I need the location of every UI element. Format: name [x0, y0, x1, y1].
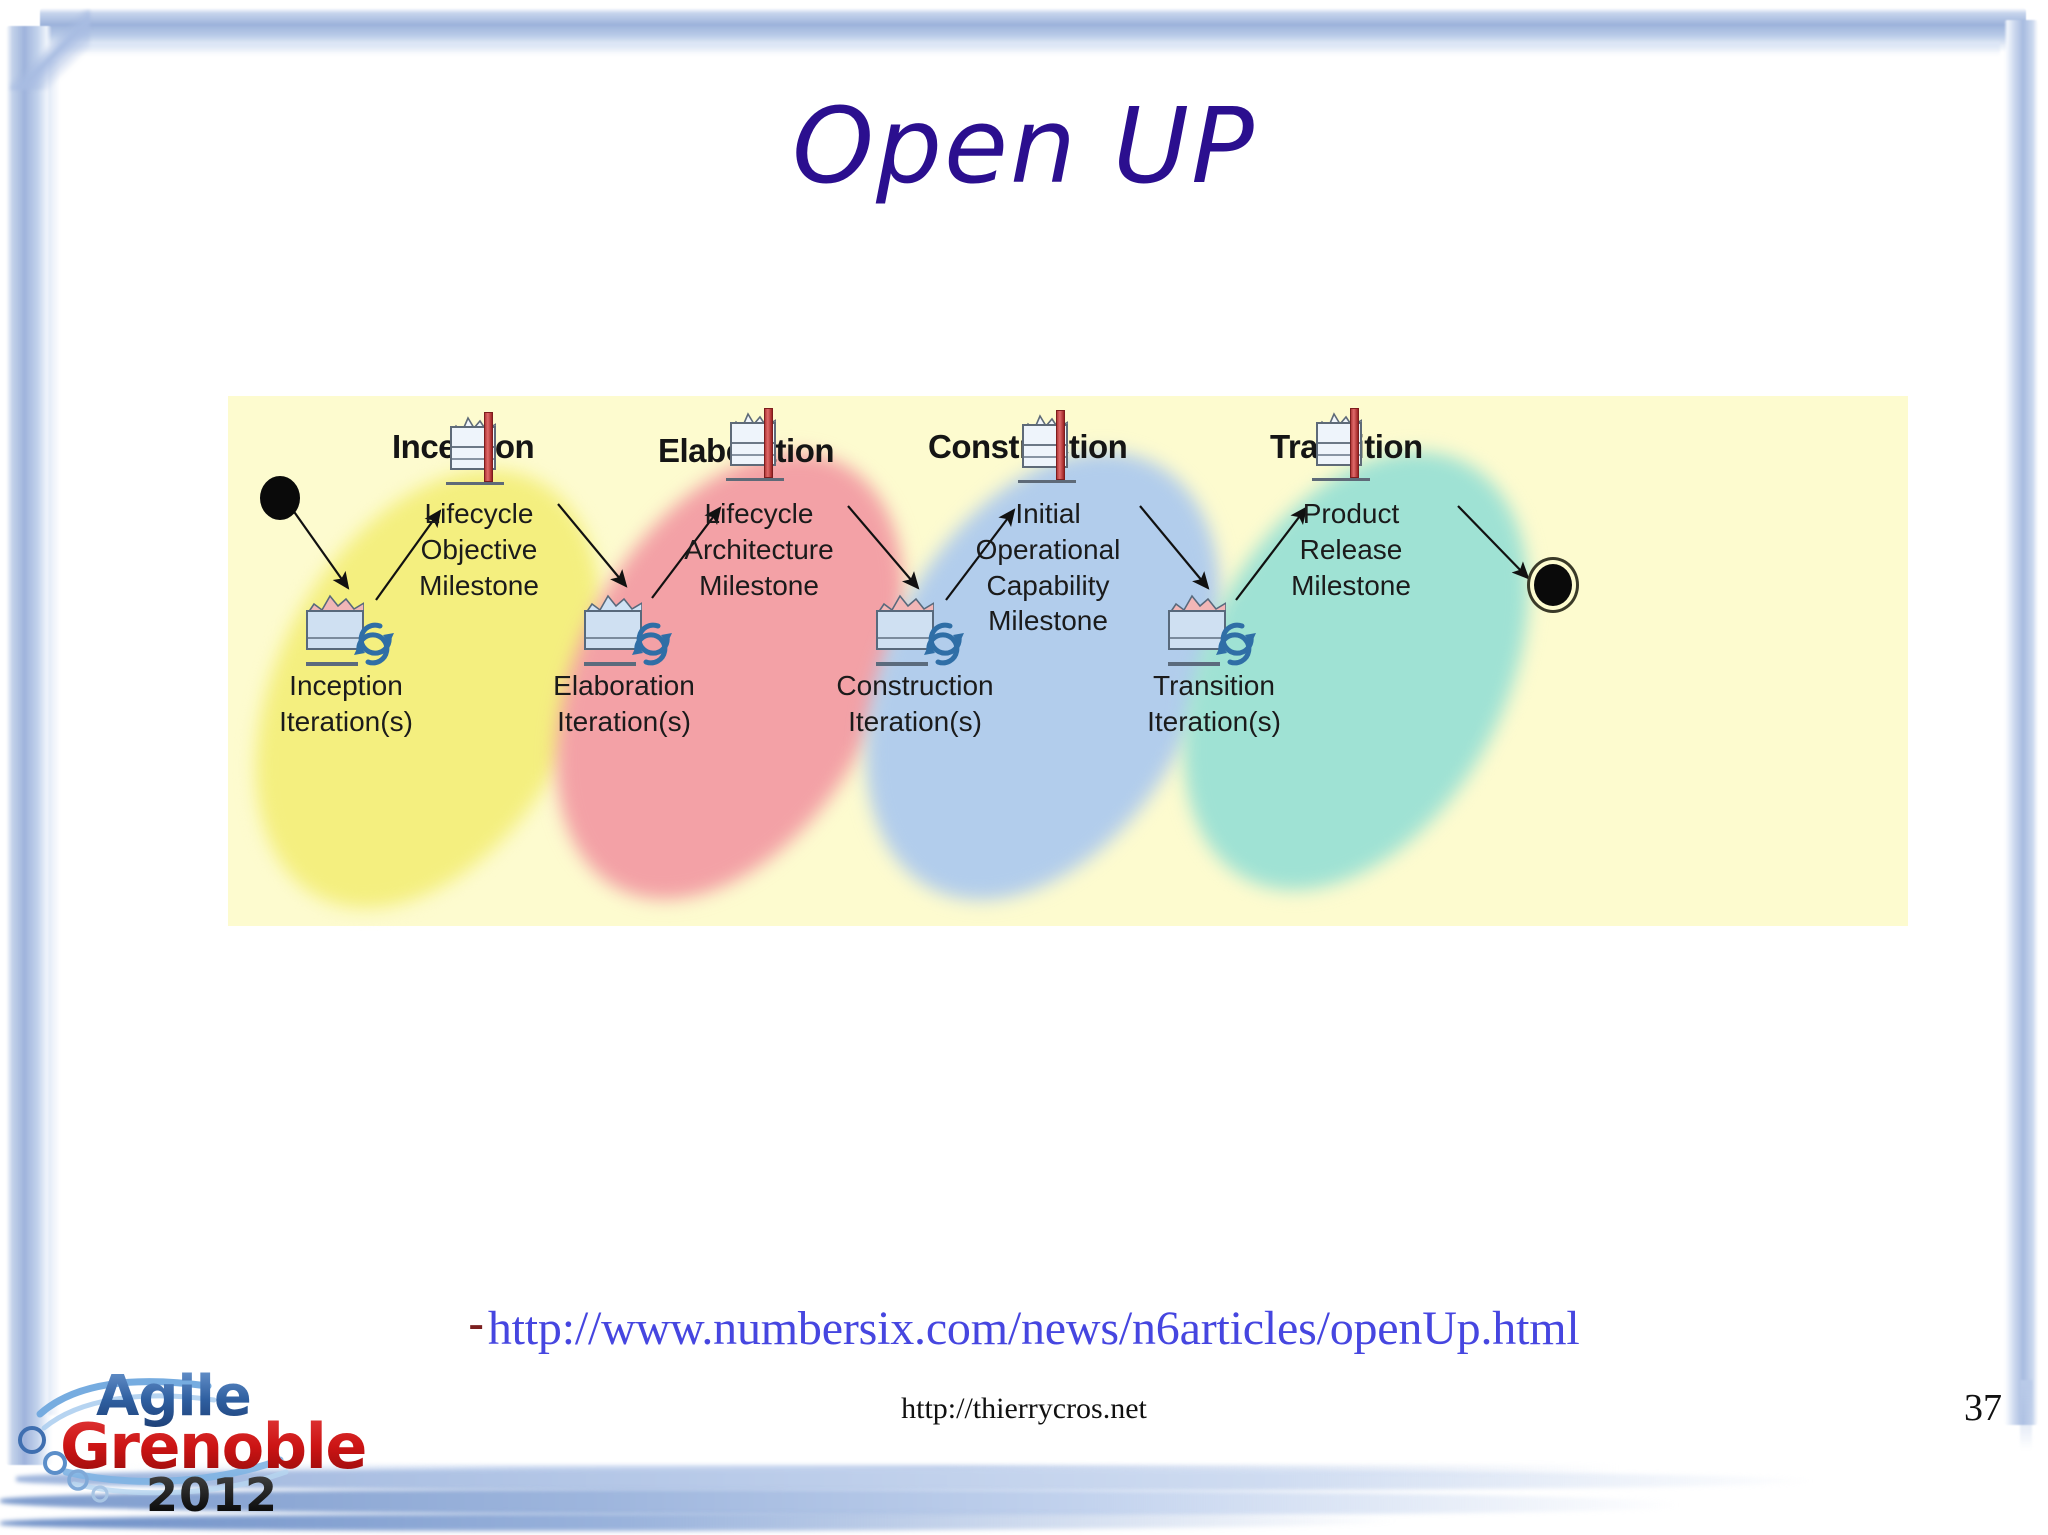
diagram-nodes: Inception Elaboration Construction Trans…	[228, 396, 1908, 926]
start-state-node	[260, 476, 300, 520]
iteration-icon-elaboration	[582, 592, 676, 668]
page-number: 37	[1964, 1387, 2002, 1429]
frame-top-highlight	[60, 42, 2000, 56]
label-line: Iteration(s)	[557, 705, 691, 737]
iteration-label-inception: Inception Iteration(s)	[256, 668, 436, 740]
label-line: Lifecycle	[424, 498, 534, 529]
chart-sheet	[876, 610, 934, 650]
label-line: Milestone	[419, 569, 539, 601]
label-line: Iteration(s)	[848, 705, 982, 737]
logo-text-grenoble: Grenoble	[60, 1410, 367, 1483]
iteration-label-elaboration: Elaboration Iteration(s)	[524, 668, 724, 740]
label-line: Iteration(s)	[279, 705, 413, 737]
milestone-label-product-release: Product Release Milestone	[1266, 496, 1436, 603]
reference-url-link[interactable]: http://www.numbersix.com/news/n6articles…	[487, 1302, 1580, 1355]
label-line: Release	[1299, 533, 1403, 565]
chart-base-line	[726, 478, 784, 481]
flow-arrows	[289, 503, 1530, 601]
bullet-dash-marker: -	[468, 1297, 484, 1348]
milestone-marker-bar	[764, 408, 773, 478]
milestone-label-lifecycle-objective: Lifecycle Objective Milestone	[404, 496, 554, 603]
chart-base-line	[1312, 478, 1370, 481]
chart-sheet	[306, 610, 364, 650]
reference-link-row: - http://www.numbersix.com/news/n6articl…	[0, 1296, 2048, 1356]
label-line: Milestone	[988, 605, 1108, 637]
milestone-marker-bar	[1350, 408, 1359, 478]
chart-base-line	[1018, 480, 1076, 483]
chart-base-line	[876, 662, 928, 666]
page-title: Open UP	[792, 85, 1256, 207]
frame-left-stroke	[6, 26, 52, 1465]
iteration-icon-transition	[1166, 592, 1260, 668]
chart-base-line	[306, 662, 358, 666]
iteration-icon-inception	[304, 592, 398, 668]
label-line: Architecture	[684, 533, 834, 565]
milestone-marker-bar	[484, 412, 493, 482]
frame-left-highlight	[48, 60, 60, 1415]
logo-text-agile: Agile	[96, 1364, 252, 1429]
openup-lifecycle-diagram: Inception Elaboration Construction Trans…	[185, 391, 1908, 967]
chart-base-line	[1168, 662, 1220, 666]
iteration-label-construction: Construction Iteration(s)	[810, 668, 1020, 740]
milestone-icon-lifecycle-objective	[446, 412, 512, 486]
label-line: Operational	[975, 533, 1121, 565]
label-line: Construction	[836, 670, 994, 701]
iteration-label-transition: Transition Iteration(s)	[1114, 668, 1314, 740]
label-line: Milestone	[699, 569, 819, 601]
footer-url: http://thierrycros.net	[901, 1392, 1147, 1425]
frame-top-stroke	[40, 8, 2026, 52]
cycle-arrows-icon	[350, 620, 398, 668]
label-line: Inception	[289, 670, 403, 701]
label-line: Lifecycle	[704, 498, 814, 529]
milestone-label-lifecycle-architecture: Lifecycle Architecture Milestone	[674, 496, 844, 603]
milestone-icon-product-release	[1312, 408, 1378, 482]
chart-base-line	[584, 662, 636, 666]
agile-grenoble-logo: Agile Grenoble 2012	[18, 1364, 367, 1533]
cycle-arrows-icon	[920, 620, 968, 668]
end-state-node	[1534, 564, 1572, 606]
logo-swoosh-and-circles	[18, 1378, 289, 1503]
label-line: Milestone	[1291, 569, 1411, 601]
milestone-icon-initial-operational-capability	[1018, 410, 1084, 484]
milestone-icon-lifecycle-architecture	[726, 408, 792, 482]
milestone-marker-bar	[1056, 410, 1065, 480]
label-line: Objective	[420, 533, 538, 565]
label-line: Product	[1302, 498, 1400, 529]
frame-corner-top-left	[10, 10, 90, 90]
label-line: Transition	[1153, 670, 1275, 701]
label-line: Capability	[986, 569, 1110, 601]
cycle-arrows-icon	[628, 620, 676, 668]
logo-text-year: 2012	[146, 1468, 279, 1522]
label-line: Iteration(s)	[1147, 705, 1281, 737]
label-line: Elaboration	[553, 670, 695, 701]
chart-base-line	[446, 482, 504, 485]
label-line: Initial	[1015, 498, 1081, 529]
chart-sheet	[1168, 610, 1226, 650]
frame-right-stroke	[2004, 20, 2038, 1425]
iteration-icon-construction	[874, 592, 968, 668]
milestone-label-initial-operational-capability: Initial Operational Capability Milestone	[958, 496, 1138, 639]
cycle-arrows-icon	[1212, 620, 1260, 668]
